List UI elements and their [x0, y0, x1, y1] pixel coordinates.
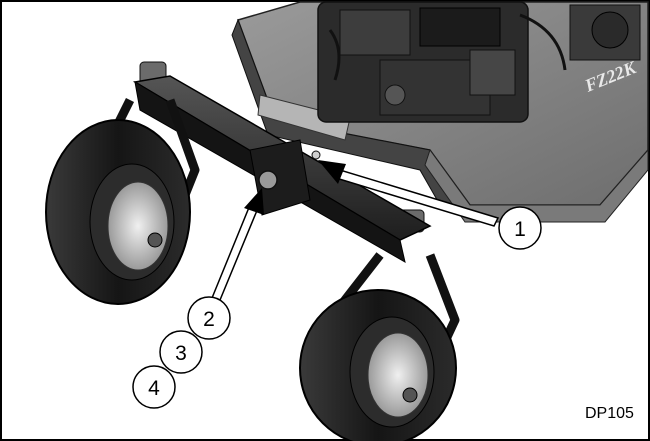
pivot-bolt: [258, 170, 278, 190]
svg-text:4: 4: [148, 377, 160, 400]
svg-text:2: 2: [203, 308, 215, 331]
right-caster-wheel: [299, 252, 460, 441]
leader-arrow-2-head: [244, 188, 264, 215]
front-axle: [132, 61, 432, 264]
callout-2: 2: [187, 296, 231, 340]
engine: [317, 1, 641, 123]
callout-leaders: [210, 160, 500, 301]
left-caster-wheel: [45, 97, 200, 305]
front-axle-mounting-bolt: [311, 150, 321, 160]
callout-1: 1: [498, 206, 542, 250]
callout-4: 4: [132, 365, 176, 409]
figure-code: DP105: [585, 405, 634, 422]
callout-3: 3: [159, 330, 203, 374]
leader-arrow-1-head: [318, 160, 346, 184]
svg-text:3: 3: [175, 342, 187, 365]
svg-text:1: 1: [514, 218, 526, 241]
